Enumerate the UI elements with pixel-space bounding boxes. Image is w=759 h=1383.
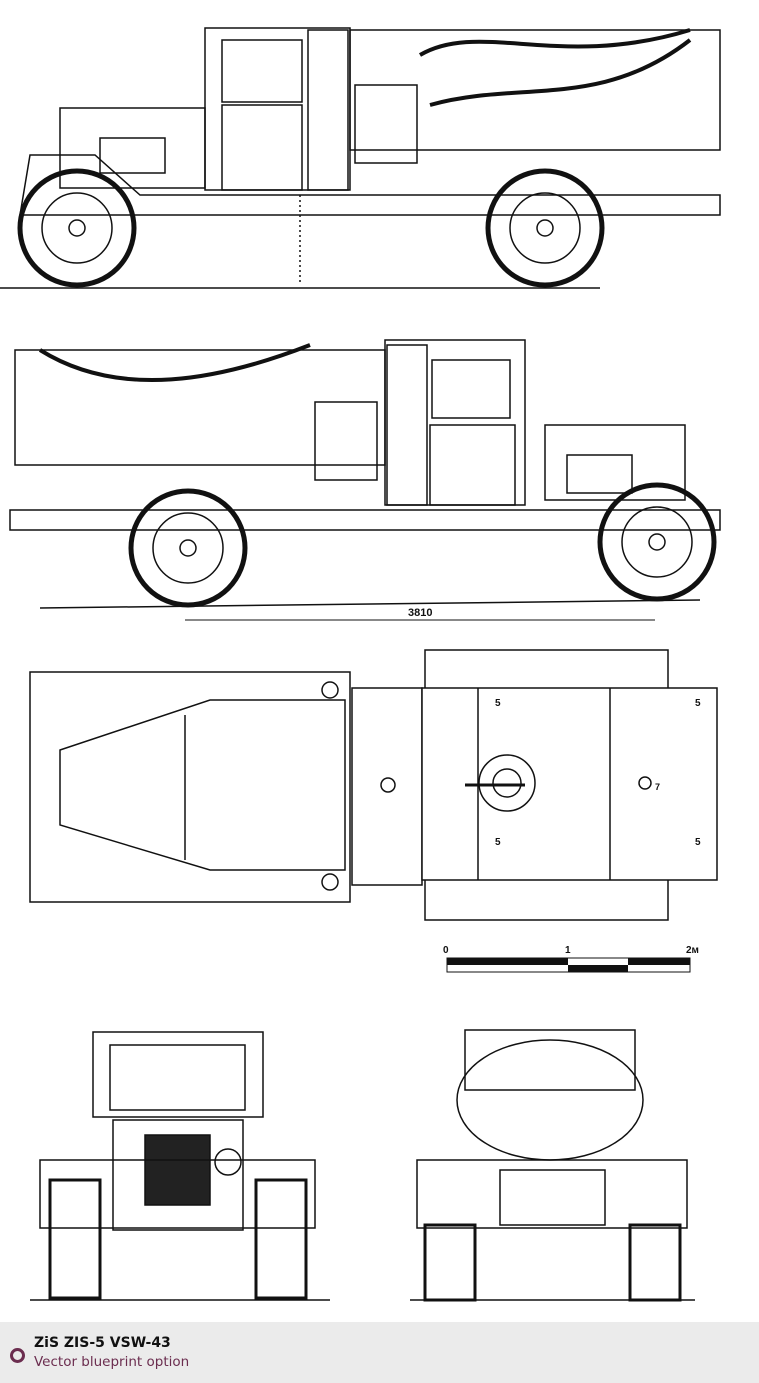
scale-label-2: 2м [686,945,699,956]
caption-subtitle[interactable]: Vector blueprint option [34,1354,190,1370]
callout-5: 5 [495,837,501,848]
rear-view [410,1029,695,1302]
dimension-label: 3810 [408,607,432,619]
callout-5: 5 [495,698,501,709]
caption-bar: ZiS ZIS-5 VSW-43 Vector blueprint option [0,1322,759,1383]
callout-5: 5 [695,698,701,709]
side-view-right: 3810 [9,339,721,621]
side-view-left [0,27,721,289]
front-view [30,1031,330,1301]
caption-title: ZiS ZIS-5 VSW-43 [34,1335,171,1351]
top-view: 5 5 5 5 7 [29,649,718,921]
callout-5: 5 [695,837,701,848]
radio-circle-icon[interactable] [10,1348,25,1363]
scale-label-0: 0 [443,945,449,956]
callout-7: 7 [655,782,660,792]
scale-bar: 0 1 2м [443,945,699,973]
scale-label-1: 1 [565,945,571,956]
vehicle-blueprint: 3810 5 5 5 5 7 0 1 2м [0,27,721,1302]
